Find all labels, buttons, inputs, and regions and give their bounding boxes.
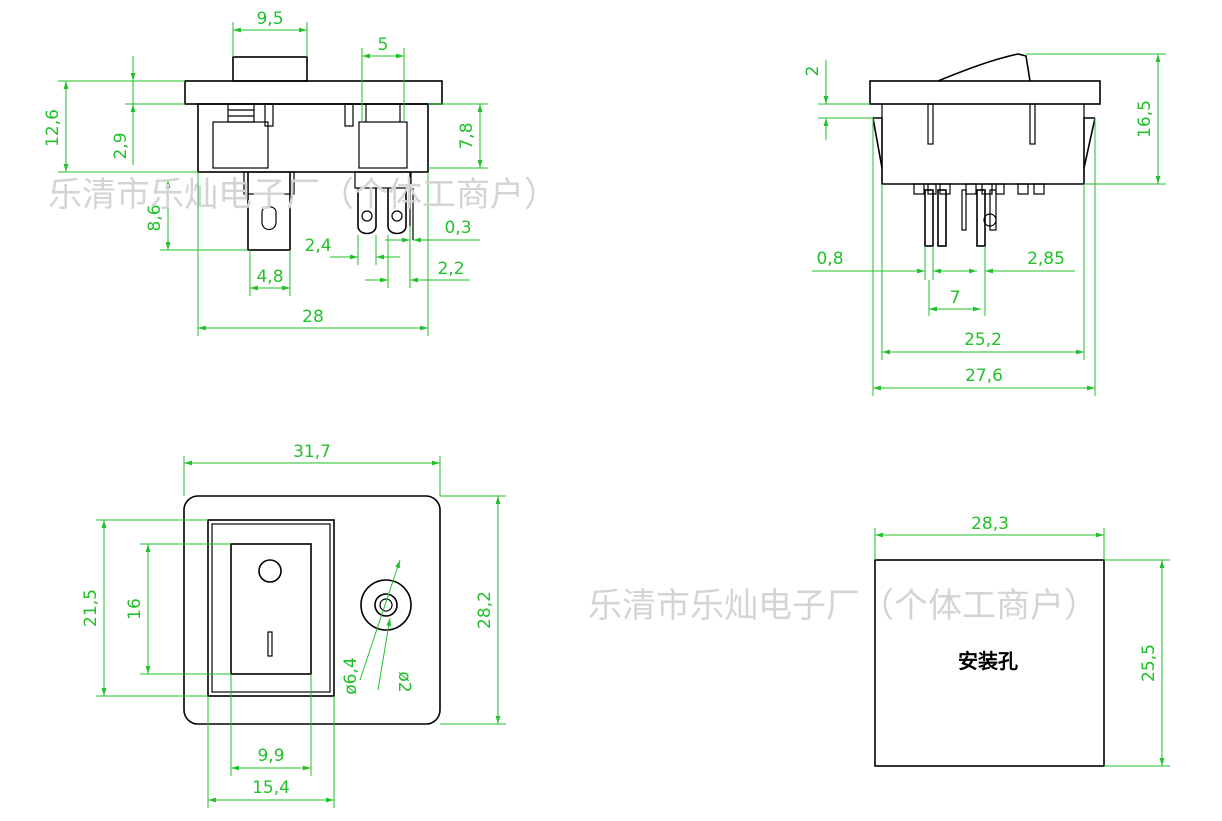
dim-body-width: 25,2 (964, 330, 1002, 350)
dim-rocker-height: 2 (803, 66, 823, 77)
dim-pin-width: 0,8 (816, 249, 843, 269)
dim-paddle-height: 16 (125, 598, 145, 620)
dim-lamp-inner: ø2 (394, 671, 414, 692)
dim-top-overall-width: 31,7 (293, 442, 331, 462)
dim-housing-depth: 7,8 (457, 122, 477, 149)
dim-height-total: 12,6 (43, 109, 63, 147)
front-view: 9,5 5 12,6 2,9 7,8 8,6 2,4 0,3 2,2 4,8 2… (43, 9, 488, 336)
watermark-top: 乐清市乐灿电子厂（个体工商户） (48, 175, 558, 215)
cutout-dims: 28,3 25,5 (874, 514, 1170, 767)
dim-side-overall-width: 27,6 (965, 366, 1003, 386)
dim-terminal-pitch: 5 (378, 35, 389, 55)
top-view-dims: 31,7 21,5 16 28,2 ø6,4 ø2 9,9 15,4 (81, 442, 506, 808)
dim-terminal-length: 8,6 (145, 204, 165, 231)
dim-flange: 2,9 (111, 132, 131, 159)
dim-lamp-diameter: ø6,4 (341, 657, 361, 694)
dim-tab-gap: 2,2 (437, 259, 464, 279)
dim-overall-width: 28 (302, 307, 324, 327)
dim-rocker-width: 15,4 (252, 778, 290, 798)
top-view: 31,7 21,5 16 28,2 ø6,4 ø2 9,9 15,4 (81, 442, 506, 808)
cutout-label: 安装孔 (958, 649, 1018, 673)
dim-paddle-width: 9,9 (257, 746, 284, 766)
side-view: 2 16,5 0,8 2,85 7 25,2 27,6 (803, 53, 1166, 396)
dim-tab-width-large: 4,8 (256, 267, 283, 287)
dim-pin-offset: 2,85 (1027, 249, 1065, 269)
lamp-outer-icon (360, 579, 412, 631)
dim-tab-width-small: 2,4 (304, 236, 331, 256)
dim-cutout-height: 25,5 (1139, 644, 1159, 682)
watermark-bottom: 乐清市乐灿电子厂（个体工商户） (588, 586, 1098, 626)
cutout-view: 安装孔 28,3 25,5 (874, 514, 1170, 767)
side-view-dims: 2 16,5 0,8 2,85 7 25,2 27,6 (803, 53, 1166, 396)
dim-tab-thickness: 0,3 (444, 218, 471, 238)
dim-pin-pitch: 7 (950, 288, 961, 308)
dim-cutout-width: 28,3 (971, 514, 1009, 534)
dim-top-width: 9,5 (256, 9, 283, 29)
dim-rocker-height: 21,5 (81, 589, 101, 627)
on-symbol-icon (267, 631, 273, 657)
front-view-dims: 9,5 5 12,6 2,9 7,8 8,6 2,4 0,3 2,2 4,8 2… (43, 9, 488, 336)
off-symbol-icon (258, 559, 282, 583)
dim-top-overall-height: 28,2 (475, 591, 495, 629)
dim-side-height: 16,5 (1135, 100, 1155, 138)
